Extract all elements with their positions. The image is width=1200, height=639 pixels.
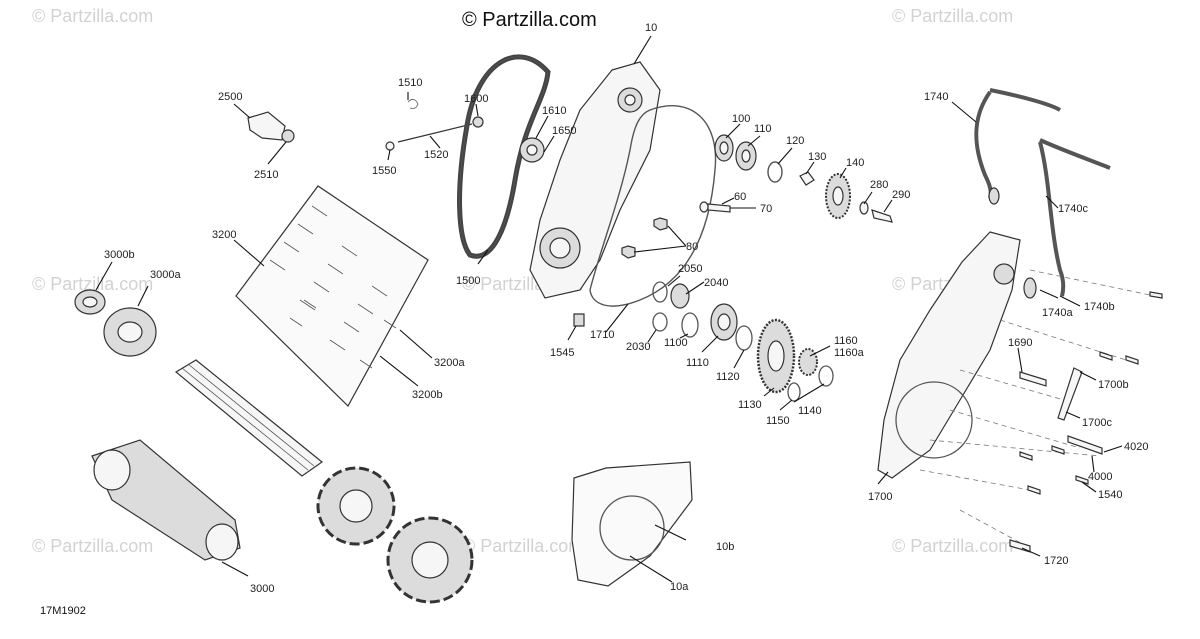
gasket-1710 [589, 105, 717, 307]
callout-3000: 3000 [250, 583, 274, 595]
callout-1740c: 1740c [1058, 203, 1088, 215]
callout-3200: 3200 [212, 229, 236, 241]
callout-1550: 1550 [372, 165, 396, 177]
callout-4020: 4020 [1124, 441, 1148, 453]
callout-1520: 1520 [424, 149, 448, 161]
callout-1720: 1720 [1044, 555, 1068, 567]
nuts-80 [621, 217, 668, 259]
watermark-top-right: © Partzilla.com [892, 6, 1013, 26]
callout-1110: 1110 [686, 357, 709, 369]
watermark-top: © Partzilla.com [462, 9, 597, 31]
callout-2030: 2030 [626, 341, 650, 353]
callout-140: 140 [846, 157, 864, 169]
ring-120 [767, 161, 815, 186]
bolt-290 [859, 201, 893, 223]
cable-1740 [974, 88, 1111, 299]
callout-4000: 4000 [1088, 471, 1112, 483]
callout-1100: 1100 [664, 337, 688, 349]
callout-3200a: 3200a [434, 357, 465, 369]
bearings-1100-1120 [681, 303, 753, 351]
housing-fasteners [919, 269, 1163, 553]
callout-10b: 10b [716, 541, 734, 553]
plate-3200 [235, 185, 429, 407]
callout-1740b: 1740b [1084, 301, 1115, 313]
callout-100: 100 [732, 113, 750, 125]
outer-housing-1700 [877, 231, 1021, 479]
drive-sprocket-upper [316, 466, 396, 546]
callout-2040: 2040 [704, 277, 728, 289]
callout-10: 10 [645, 22, 657, 34]
watermark-bottom-center: © Partzilla.com [462, 536, 583, 556]
watermark-mid-left: © Partzilla.com [32, 274, 153, 294]
callout-2050: 2050 [678, 263, 702, 275]
drive-sprocket-lower [386, 516, 474, 604]
callout-1130: 1130 [738, 399, 762, 411]
callout-1510: 1510 [398, 77, 422, 89]
callout-70: 70 [760, 203, 772, 215]
callout-3000b: 3000b [104, 249, 135, 261]
watermark-top-left: © Partzilla.com [32, 6, 153, 26]
sprocket-1160 [787, 348, 834, 402]
callout-1120: 1120 [716, 371, 740, 383]
callout-3000a: 3000a [150, 269, 181, 281]
cover-plate-10a [571, 461, 693, 587]
callout-2500: 2500 [218, 91, 242, 103]
diagram-code: 17M1902 [40, 605, 86, 617]
drive-shaft [174, 359, 323, 477]
leader-lines [95, 35, 1123, 583]
callout-130: 130 [808, 151, 826, 163]
callout-1160a: 1160a [834, 347, 865, 359]
plug-1545 [573, 313, 585, 327]
callout-1650: 1650 [552, 125, 576, 137]
callout-290: 290 [892, 189, 910, 201]
callout-1540: 1540 [1098, 489, 1122, 501]
bolts-60-70 [699, 201, 731, 213]
chaincase-housing-10 [529, 61, 661, 299]
callout-2510: 2510 [254, 169, 278, 181]
callout-1545: 1545 [550, 347, 574, 359]
callout-1160: 1160 [834, 335, 858, 347]
callout-110: 110 [754, 123, 772, 135]
bearing-100 [714, 134, 757, 171]
callout-120: 120 [786, 135, 804, 147]
callout-1500: 1500 [456, 275, 480, 287]
drive-hub-3000 [91, 439, 241, 561]
watermark-bottom-right: © Partzilla.com [892, 536, 1013, 556]
callout-10a: 10a [670, 581, 689, 593]
seal-3000b [74, 289, 106, 315]
callout-1710: 1710 [590, 329, 614, 341]
callout-1700: 1700 [868, 491, 892, 503]
callout-1700b: 1700b [1098, 379, 1129, 391]
callout-1690: 1690 [1008, 337, 1032, 349]
callout-1150: 1150 [766, 415, 790, 427]
callout-1740a: 1740a [1042, 307, 1073, 319]
callout-60: 60 [734, 191, 746, 203]
callout-1600: 1600 [464, 93, 488, 105]
bracket-2500 [247, 111, 295, 143]
callout-1610: 1610 [542, 105, 566, 117]
callout-3200b: 3200b [412, 389, 443, 401]
callout-1700c: 1700c [1082, 417, 1112, 429]
callout-labels: 10 10a 10b 60 70 80 100 110 120 130 140 … [104, 22, 1148, 595]
callout-1740: 1740 [924, 91, 948, 103]
callout-280: 280 [870, 179, 888, 191]
components-2030-2050 [652, 281, 690, 332]
gear-1130 [756, 318, 796, 394]
watermarks: © Partzilla.com © Partzilla.com © Partzi… [32, 6, 1013, 556]
callout-1140: 1140 [798, 405, 822, 417]
gear-140 [825, 173, 851, 219]
callout-80: 80 [686, 241, 698, 253]
sprocket-1610 [519, 137, 545, 163]
flange-3000a [103, 307, 157, 357]
watermark-bottom-left: © Partzilla.com [32, 536, 153, 556]
